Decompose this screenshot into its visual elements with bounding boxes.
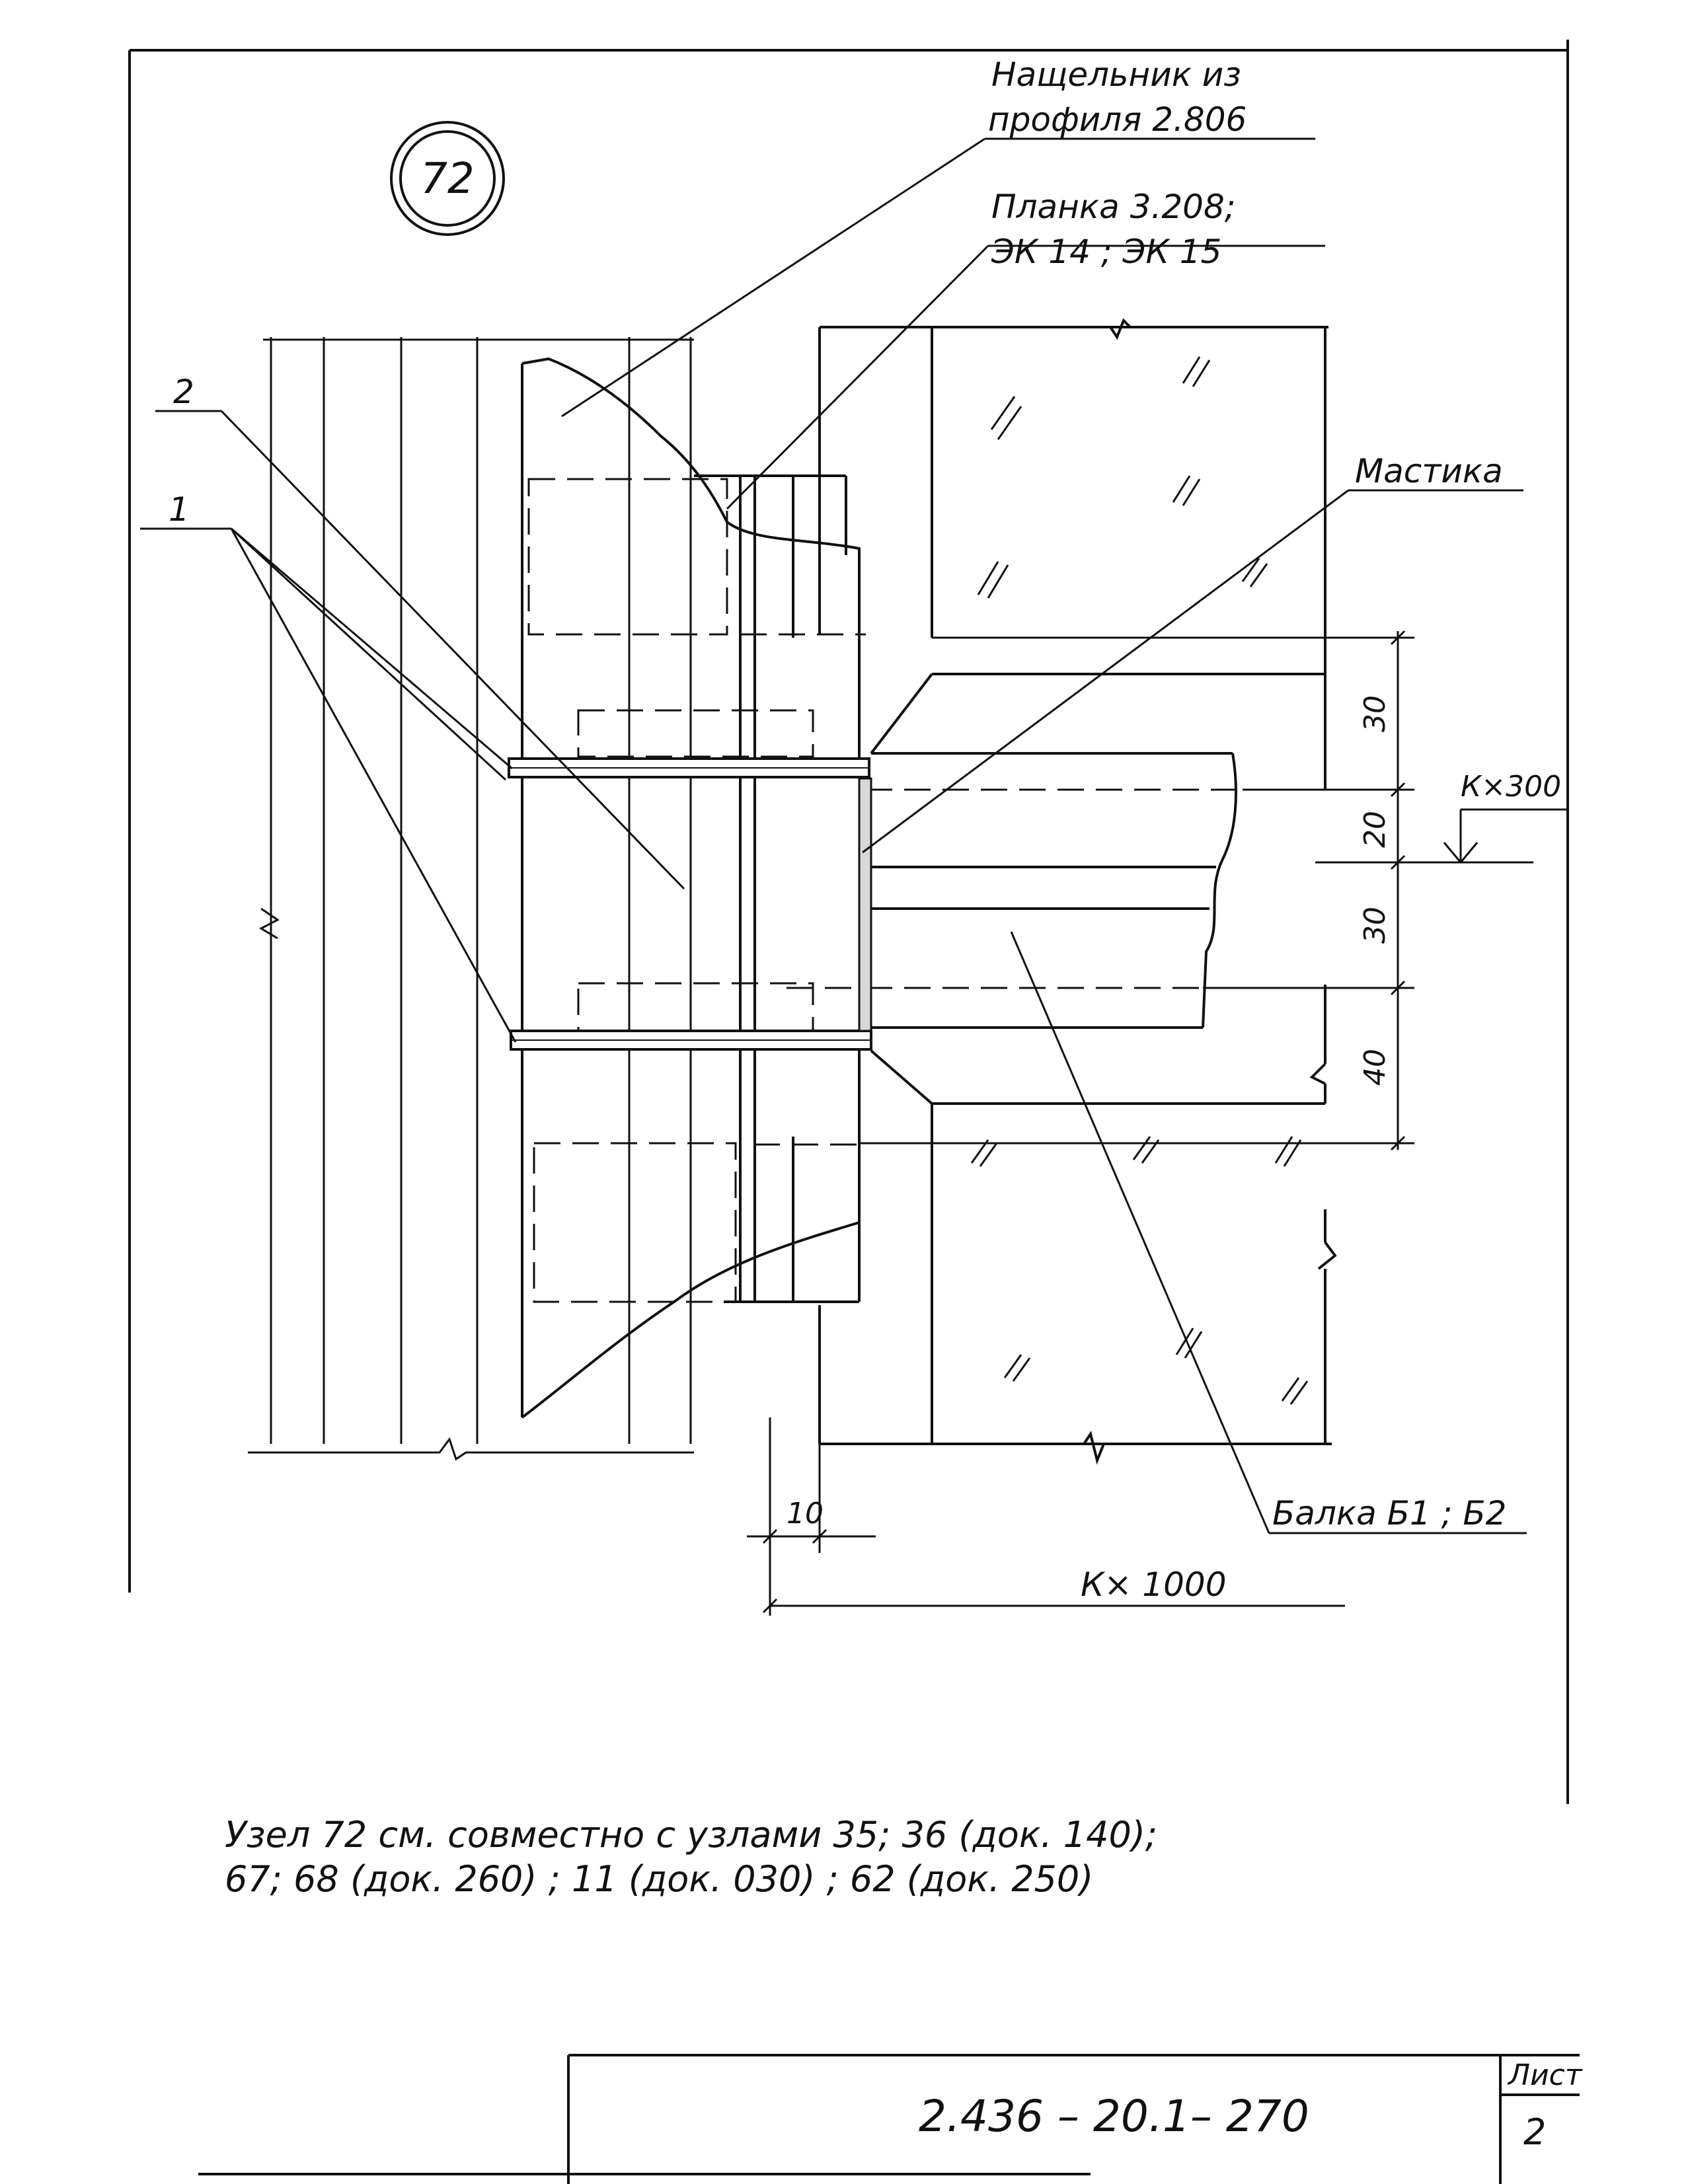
dimension-30-top: 30 (1358, 695, 1392, 732)
note-line-2: 67; 68 (док. 260) ; 11 (док. 030) ; 62 (… (225, 1858, 1093, 1900)
labels: Нащельник из профиля 2.806 Планка 3.208;… (169, 56, 1507, 1532)
dimension-kx300: К×300 (1461, 770, 1561, 804)
title-block (198, 2054, 1580, 2184)
mastic-strip (858, 777, 872, 1032)
callout-1: 1 (169, 490, 190, 529)
dimension-40: 40 (1358, 1049, 1392, 1086)
sheet-label: Лист (1507, 2058, 1583, 2092)
sheet-number: 2 (1523, 2111, 1546, 2153)
drawing-frame (128, 40, 1569, 1804)
label-nashchelnik-line1: Нащельник из (991, 56, 1241, 94)
title-block-text: 2.436 – 20.1– 270 Лист 2 (919, 2058, 1583, 2153)
hidden-contours (527, 478, 1243, 1303)
label-planka-line1: Планка 3.208; (991, 188, 1236, 226)
wall-panels (818, 318, 1337, 1465)
note: Узел 72 см. совместно с узлами 35; 36 (д… (225, 1814, 1157, 1900)
node-number: 72 (420, 155, 474, 204)
vertical-dimensions (859, 630, 1568, 1151)
column-section (248, 337, 694, 1461)
label-balka: Балка Б1 ; Б2 (1272, 1494, 1507, 1532)
horizontal-dimension-values: 10 К× 1000 (787, 1497, 1227, 1604)
label-nashchelnik-line2: профиля 2.806 (988, 100, 1247, 139)
glass-hatch (970, 356, 1309, 1405)
vertical-dimension-values: 30 20 30 40 К×300 (1358, 695, 1561, 1086)
document-code: 2.436 – 20.1– 270 (919, 2091, 1309, 2142)
callout-2: 2 (173, 373, 194, 411)
dimension-kx1000: К× 1000 (1081, 1565, 1227, 1604)
label-planka-line2: ЭК 14 ; ЭК 15 (991, 233, 1222, 271)
leaders (140, 137, 1527, 1534)
rods (508, 757, 872, 1051)
node-number-badge: 72 (390, 121, 505, 236)
label-mastika: Мастика (1355, 452, 1503, 490)
beam-section (871, 752, 1237, 1029)
dimension-20: 20 (1358, 811, 1392, 848)
dimension-10: 10 (787, 1497, 824, 1530)
horizontal-dimensions (747, 1417, 1345, 1616)
dimension-30-bottom: 30 (1358, 907, 1392, 944)
note-line-1: Узел 72 см. совместно с узлами 35; 36 (д… (225, 1814, 1157, 1856)
